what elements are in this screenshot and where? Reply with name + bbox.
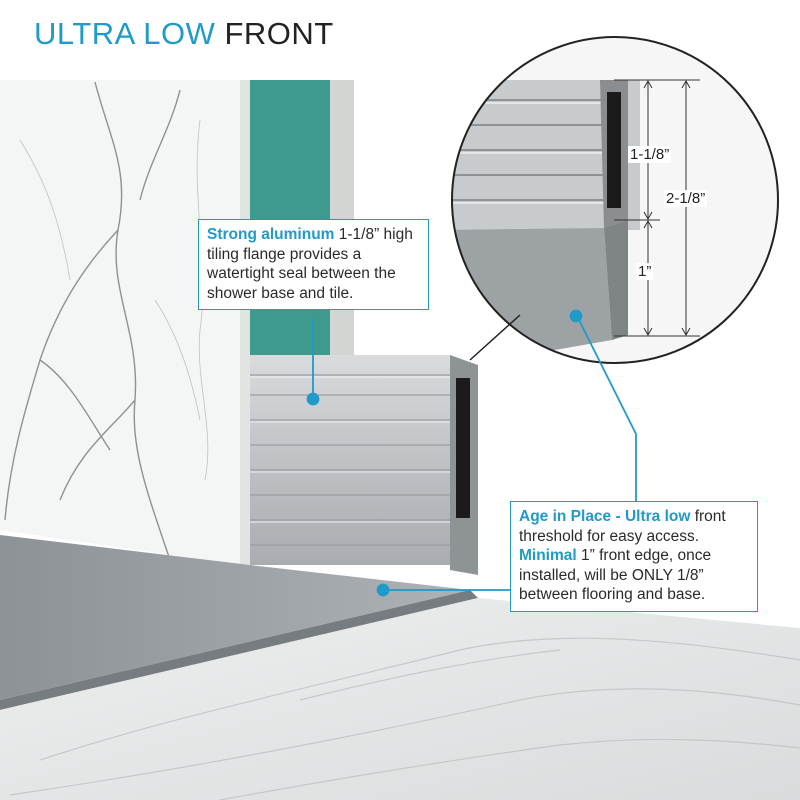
base-front-edge bbox=[0, 590, 478, 710]
callout-age-in-place: Age in Place - Ultra low front threshold… bbox=[510, 501, 758, 612]
dimension-lines bbox=[614, 79, 700, 337]
zoom-connector bbox=[469, 314, 521, 361]
title-part-ultra-low: ULTRA LOW bbox=[34, 16, 216, 51]
callout-flange-text: 1-1/8” high tiling flange provides a wat… bbox=[207, 226, 413, 302]
callout-aluminum-flange: Strong aluminum 1-1/8” high tiling flang… bbox=[198, 219, 429, 310]
callout-flange-heading: Strong aluminum bbox=[207, 226, 335, 243]
waterproof-membrane bbox=[250, 80, 330, 355]
wall-edge bbox=[240, 80, 250, 565]
marble-wall bbox=[0, 80, 240, 565]
page-title: ULTRA LOW FRONT bbox=[34, 14, 334, 54]
callout-threshold-text: front threshold for easy access. bbox=[519, 508, 726, 545]
aluminum-flange bbox=[250, 355, 478, 575]
callout-threshold-heading: Age in Place - Ultra low bbox=[519, 508, 691, 525]
dimension-front-edge: 1” bbox=[636, 263, 654, 280]
membrane-edge bbox=[330, 80, 354, 355]
shower-base-floor bbox=[0, 535, 470, 700]
floor-tile bbox=[0, 598, 800, 800]
dimension-flange-height: 1-1/8” bbox=[628, 146, 672, 163]
callout-minimal-text: 1” front edge, once installed, will be O… bbox=[519, 547, 712, 603]
floor-tile-veins bbox=[9, 637, 800, 800]
leader-lines bbox=[306, 309, 637, 597]
dimension-total-height: 2-1/8” bbox=[664, 190, 708, 207]
zoom-circle-border bbox=[451, 36, 779, 364]
callout-minimal-heading: Minimal bbox=[519, 547, 577, 564]
title-part-front: FRONT bbox=[224, 16, 334, 51]
